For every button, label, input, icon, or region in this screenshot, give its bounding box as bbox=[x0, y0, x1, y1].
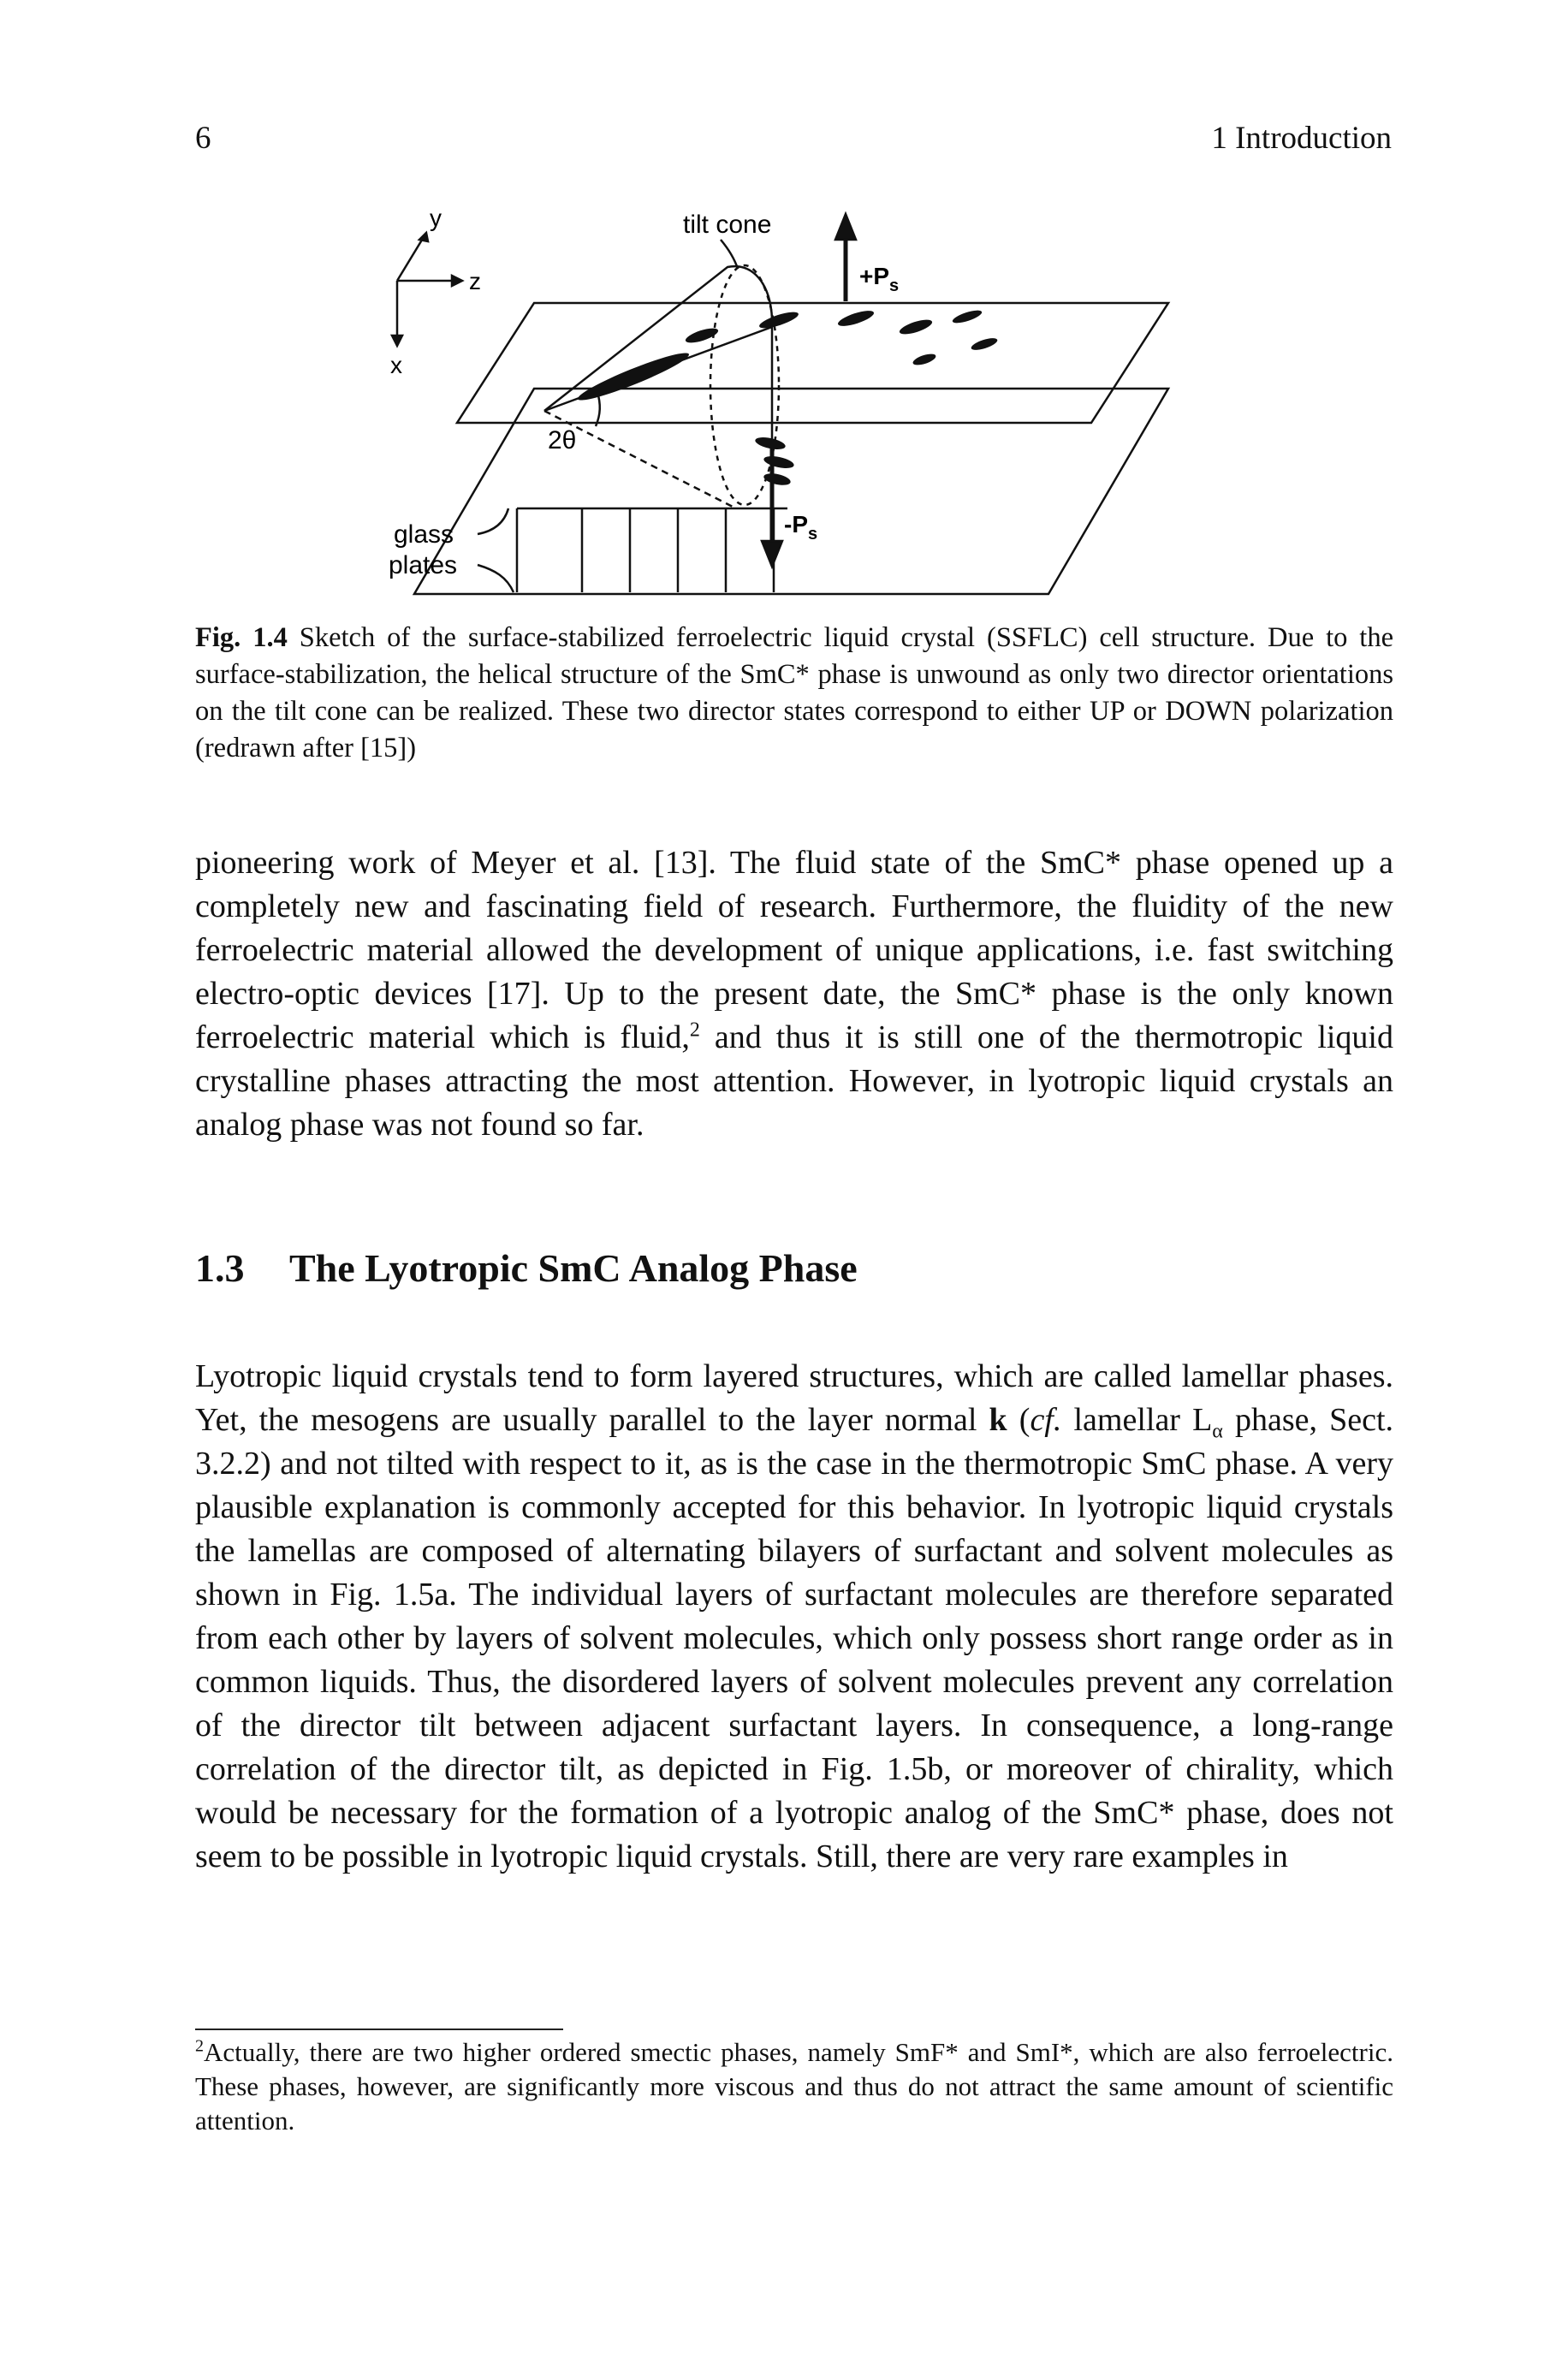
molecule-up bbox=[685, 328, 719, 343]
figure-caption: Fig. 1.4 Sketch of the surface-stabilize… bbox=[195, 620, 1393, 767]
molecule-down bbox=[763, 473, 791, 485]
minus-ps-text: -P bbox=[784, 511, 808, 538]
plates-label: plates bbox=[389, 551, 457, 579]
paragraph-2-text-b: ( bbox=[1007, 1402, 1030, 1438]
footnote-marker: 2 bbox=[195, 2036, 204, 2056]
axis-y-arrow bbox=[417, 230, 430, 243]
plates-pointer bbox=[477, 563, 515, 593]
footnote-divider bbox=[195, 2029, 563, 2030]
cf-abbrev: cf. bbox=[1030, 1402, 1062, 1438]
axis-z-arrow bbox=[450, 273, 465, 288]
alpha-subscript: α bbox=[1212, 1420, 1223, 1443]
paragraph-2-text-c: lamellar L bbox=[1061, 1402, 1213, 1438]
molecule-up bbox=[837, 311, 875, 326]
axis-x-arrow bbox=[389, 334, 405, 348]
vector-k: k bbox=[989, 1402, 1007, 1438]
section-number: 1.3 bbox=[195, 1246, 245, 1290]
figure-ssflc-cell: y z x tilt cone +Ps -Ps 2θ glass plates bbox=[377, 190, 1198, 609]
glass-pointer bbox=[477, 508, 510, 536]
molecule-down bbox=[755, 437, 786, 449]
molecule-up bbox=[578, 353, 689, 401]
molecule-up bbox=[912, 353, 936, 365]
axis-z-label: z bbox=[469, 268, 481, 294]
minus-ps-sub: s bbox=[808, 525, 817, 544]
footnote-reference: 2 bbox=[689, 1019, 700, 1042]
paragraph-1-text-a: pioneering work of Meyer et al. [13]. Th… bbox=[195, 845, 1393, 1055]
footnote: 2Actually, there are two higher ordered … bbox=[195, 2035, 1393, 2138]
molecule-up bbox=[971, 338, 998, 350]
angle-label: 2θ bbox=[548, 426, 576, 454]
tilt-cone-label: tilt cone bbox=[683, 211, 771, 239]
axis-y-label: y bbox=[430, 205, 442, 231]
minus-ps-arrow-head bbox=[760, 539, 784, 570]
axis-x-label: x bbox=[390, 352, 402, 378]
molecule-down bbox=[763, 456, 794, 468]
tilt-cone-pointer bbox=[720, 239, 739, 270]
tilt-cone-base bbox=[709, 264, 781, 507]
plus-ps-sub: s bbox=[889, 276, 899, 295]
footnote-text: Actually, there are two higher ordered s… bbox=[195, 2037, 1393, 2135]
tilt-cone-outline bbox=[543, 264, 774, 508]
plus-ps-text: +P bbox=[859, 263, 889, 289]
paragraph-2-text-d: phase, Sect. 3.2.2) and not tilted with … bbox=[195, 1402, 1394, 1874]
bottom-glass-plate bbox=[412, 387, 1171, 596]
paragraph-2-text-a: Lyotropic liquid crystals tend to form l… bbox=[195, 1358, 1393, 1438]
body-paragraph-1: pioneering work of Meyer et al. [13]. Th… bbox=[195, 841, 1393, 1147]
body-paragraph-2: Lyotropic liquid crystals tend to form l… bbox=[195, 1355, 1393, 1879]
section-heading: 1.3 The Lyotropic SmC Analog Phase bbox=[195, 1245, 858, 1291]
minus-ps-label: -Ps bbox=[784, 511, 817, 544]
top-glass-plate bbox=[454, 301, 1171, 425]
glass-label: glass bbox=[394, 520, 454, 549]
molecule-up bbox=[952, 310, 983, 324]
running-head: 1 Introduction bbox=[1211, 121, 1392, 156]
molecule-up bbox=[759, 312, 799, 329]
molecule-up bbox=[899, 319, 933, 335]
section-title: The Lyotropic SmC Analog Phase bbox=[289, 1246, 858, 1290]
ssflc-diagram: y z x tilt cone +Ps -Ps 2θ glass plates bbox=[389, 205, 1171, 596]
page-number: 6 bbox=[195, 121, 211, 156]
plus-ps-label: +Ps bbox=[859, 263, 899, 295]
paragraph-1-text-b: and thus it is still one of the thermotr… bbox=[195, 1019, 1393, 1143]
caption-label: Fig. 1.4 bbox=[195, 622, 288, 653]
caption-text: Sketch of the surface-stabilized ferroel… bbox=[195, 622, 1394, 763]
plus-ps-arrow-head bbox=[834, 211, 858, 241]
